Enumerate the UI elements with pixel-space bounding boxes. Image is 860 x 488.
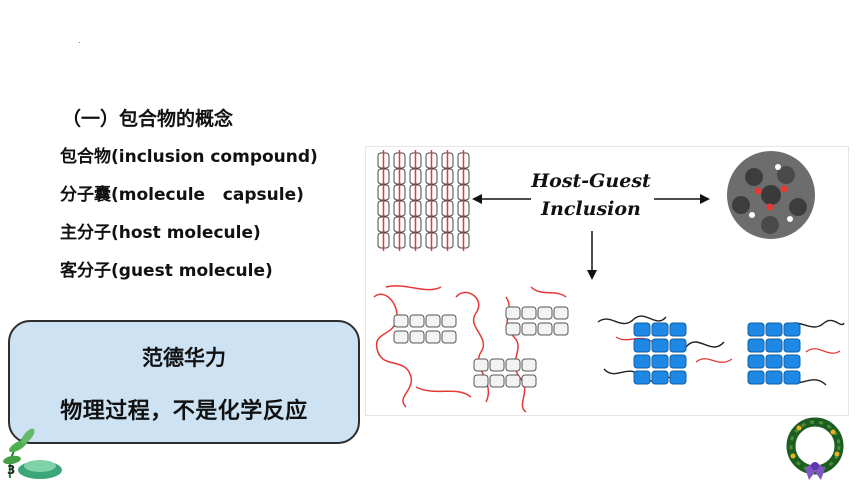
term-molecule-capsule: 分子囊(molecule capsule) [60,185,304,205]
arrow-down-icon [587,231,597,280]
arrow-right-icon [654,194,710,204]
term-guest-molecule: 客分子(guest molecule) [60,261,273,281]
blue-capsule-assembly-icon [597,315,845,386]
figure-label-line1: Host-Guest [530,170,651,192]
term-list: 包合物(inclusion compound) 分子囊(molecule cap… [60,145,318,297]
page-number: 3 [7,463,16,477]
callout-box: 范德华力 物理过程，不是化学反应 [8,320,360,444]
slide-dot: . [78,36,81,45]
figure-label-line2: Inclusion [540,198,641,220]
term-host-molecule: 主分子(host molecule) [60,223,261,243]
polymer-host-complex-icon [373,285,569,413]
section-heading: （一）包合物的概念 [62,108,234,130]
host-guest-figure: Host-Guest Inclusion [365,146,849,416]
callout-line1: 范德华力 [142,346,226,370]
arrow-left-icon [472,194,531,204]
term-inclusion-compound: 包合物(inclusion compound) [60,147,318,167]
plant-decoration-icon [0,418,80,488]
wreath-decoration-icon [775,414,855,486]
molecular-capsule-icon [727,151,815,239]
host-columns-icon [377,149,470,252]
host-guest-diagram: Host-Guest Inclusion [373,149,845,413]
callout-line2: 物理过程，不是化学反应 [60,399,308,424]
